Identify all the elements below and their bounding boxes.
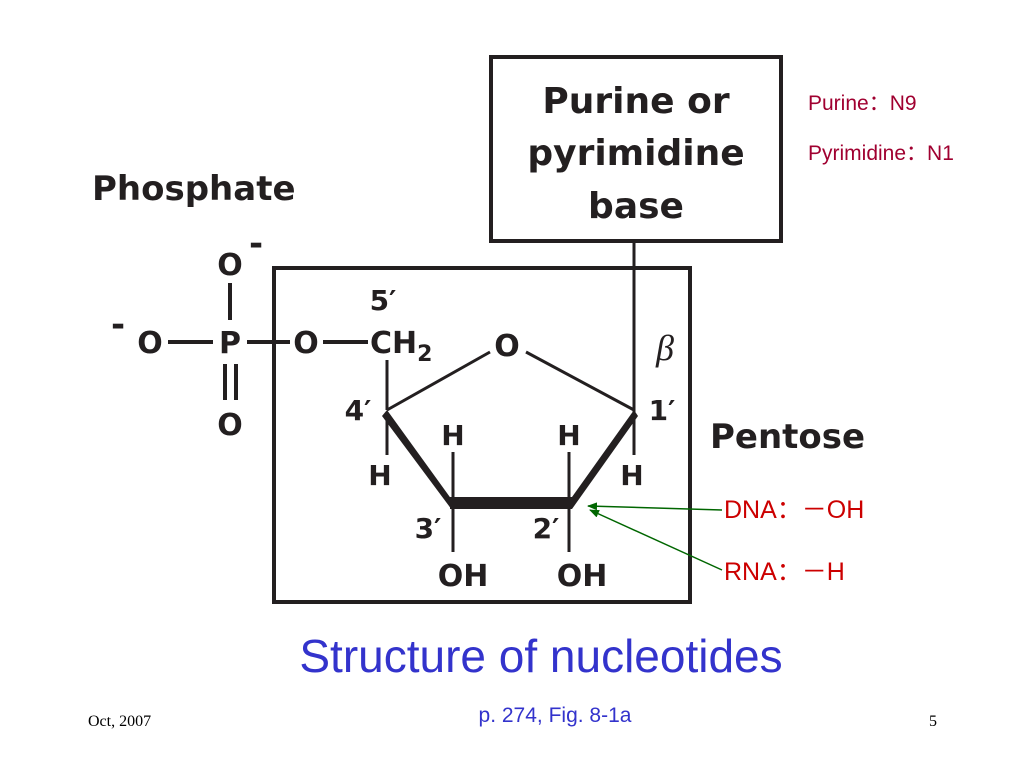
bond-c3-c2-bold bbox=[450, 497, 572, 509]
ch2: CH2 bbox=[370, 326, 432, 367]
c5-label: 5′ bbox=[370, 284, 397, 317]
pentose-box bbox=[272, 266, 692, 604]
base-box-line2: pyrimidine bbox=[527, 133, 744, 174]
base-box-line1: Purine or bbox=[542, 81, 729, 122]
c3-label: 3′ bbox=[415, 512, 442, 545]
minus-top: - bbox=[249, 224, 263, 264]
base-box-line3: base bbox=[588, 186, 684, 227]
c1-label: 1′ bbox=[649, 394, 676, 427]
bond-c4-c3-wedge bbox=[382, 410, 452, 510]
slide-title: Structure of nucleotides bbox=[299, 630, 782, 682]
phosphorus: P bbox=[219, 326, 241, 361]
pyrimidine-note: Pyrimidine：N1 bbox=[808, 142, 954, 165]
o-bridge: O bbox=[293, 326, 319, 361]
h1: H bbox=[620, 459, 643, 492]
c4-label: 4′ bbox=[345, 394, 372, 427]
h4: H bbox=[368, 459, 391, 492]
rna-note: RNA：－H bbox=[724, 558, 845, 586]
h2-up: H bbox=[557, 419, 580, 452]
footer-date: Oct, 2007 bbox=[88, 713, 151, 730]
rna-arrow bbox=[589, 509, 723, 571]
ch2-subscript: 2 bbox=[417, 342, 432, 367]
c2-label: 2′ bbox=[533, 512, 560, 545]
oh3: OH bbox=[438, 559, 489, 594]
page-number: 5 bbox=[929, 713, 937, 730]
bond-ringo-c1 bbox=[525, 350, 635, 412]
purine-note: Purine：N9 bbox=[808, 92, 917, 115]
h3-up: H bbox=[441, 419, 464, 452]
slide-subtitle: p. 274, Fig. 8-1a bbox=[479, 704, 632, 727]
o-left: O bbox=[137, 326, 163, 361]
dna-note: DNA：－OH bbox=[724, 496, 864, 524]
oh2-highlight: OH bbox=[557, 559, 608, 594]
o-minus-top: O bbox=[217, 248, 243, 283]
o-bottom: O bbox=[217, 408, 243, 443]
ring-oxygen: O bbox=[494, 329, 520, 364]
dna-arrow bbox=[587, 502, 723, 511]
bond-c2-c1-wedge bbox=[572, 410, 638, 509]
base-box bbox=[489, 55, 783, 243]
phosphate-label: Phosphate bbox=[92, 169, 296, 209]
bond-c4-ringo bbox=[386, 350, 491, 412]
beta-label: β bbox=[655, 328, 674, 368]
pentose-label: Pentose bbox=[710, 417, 865, 457]
minus-left: - bbox=[111, 305, 125, 345]
